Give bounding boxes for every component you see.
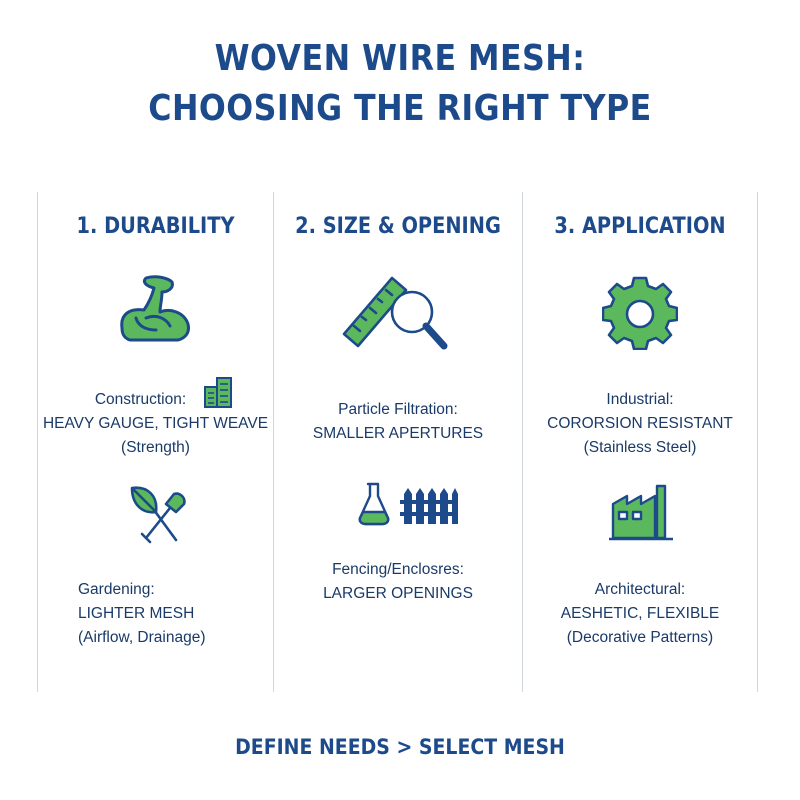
- fencing-label: Fencing/Enclosres:: [332, 561, 464, 578]
- construction-note: (Strength): [121, 439, 190, 456]
- architectural-note: (Decorative Patterns): [566, 629, 714, 646]
- construction-block: Construction: HEAVY GAUGE, TIGHT WEAVE (…: [38, 388, 273, 460]
- title-line-1: WOVEN WIRE MESH:: [214, 38, 586, 79]
- building-icon: [204, 377, 232, 408]
- industrial-label: Industrial:: [606, 391, 674, 408]
- column-durability: 1. DURABILITY Construction: HEAVY GAUGE,…: [38, 192, 273, 692]
- gardening-label: Gardening:: [78, 581, 155, 598]
- construction-value: HEAVY GAUGE, TIGHT WEAVE: [42, 415, 269, 432]
- industrial-block: Industrial: CORORSION RESISTANT (Stainle…: [523, 388, 757, 460]
- column-heading: 2. SIZE & OPENING: [295, 214, 501, 239]
- particle-filtration-label: Particle Filtration:: [338, 401, 458, 418]
- column-heading: 3. APPLICATION: [554, 214, 726, 239]
- column-heading: 1. DURABILITY: [76, 214, 235, 239]
- gardening-note: (Airflow, Drainage): [78, 629, 206, 646]
- construction-label: Construction:: [94, 391, 187, 408]
- industrial-note: (Stainless Steel): [583, 439, 697, 456]
- column-size-opening: 2. SIZE & OPENING Particle Filtration: S…: [274, 192, 522, 692]
- title-line-2: CHOOSING THE RIGHT TYPE: [148, 88, 652, 129]
- column-divider: [273, 192, 274, 692]
- footer-tagline: DEFINE NEEDS > SELECT MESH: [235, 735, 565, 759]
- flexed-arm-icon: [120, 275, 190, 342]
- flask-fence-icon: [358, 482, 458, 526]
- column-divider: [37, 192, 38, 692]
- fencing-value: LARGER OPENINGS: [323, 585, 473, 602]
- column-divider: [757, 192, 758, 692]
- fencing-block: Fencing/Enclosres: LARGER OPENINGS: [274, 558, 522, 606]
- architectural-block: Architectural: AESHETIC, FLEXIBLE (Decor…: [523, 578, 757, 650]
- column-divider: [522, 192, 523, 692]
- ruler-magnifier-icon: [342, 276, 448, 350]
- architectural-value: AESHETIC, FLEXIBLE: [560, 605, 720, 622]
- particle-filtration-value: SMALLER APERTURES: [312, 425, 484, 442]
- gardening-value: LIGHTER MESH: [78, 605, 195, 622]
- industrial-value: CORORSION RESISTANT: [547, 415, 733, 432]
- leaf-trowel-icon: [130, 486, 186, 544]
- column-application: 3. APPLICATION Industrial: CORORSION RES…: [523, 192, 757, 692]
- gardening-block: Gardening: LIGHTER MESH (Airflow, Draina…: [78, 578, 273, 650]
- architectural-label: Architectural:: [594, 581, 686, 598]
- gear-icon: [602, 276, 678, 350]
- page-title: WOVEN WIRE MESH: CHOOSING THE RIGHT TYPE: [48, 34, 752, 134]
- particle-filtration-block: Particle Filtration: SMALLER APERTURES: [274, 398, 522, 446]
- factory-icon: [609, 484, 673, 541]
